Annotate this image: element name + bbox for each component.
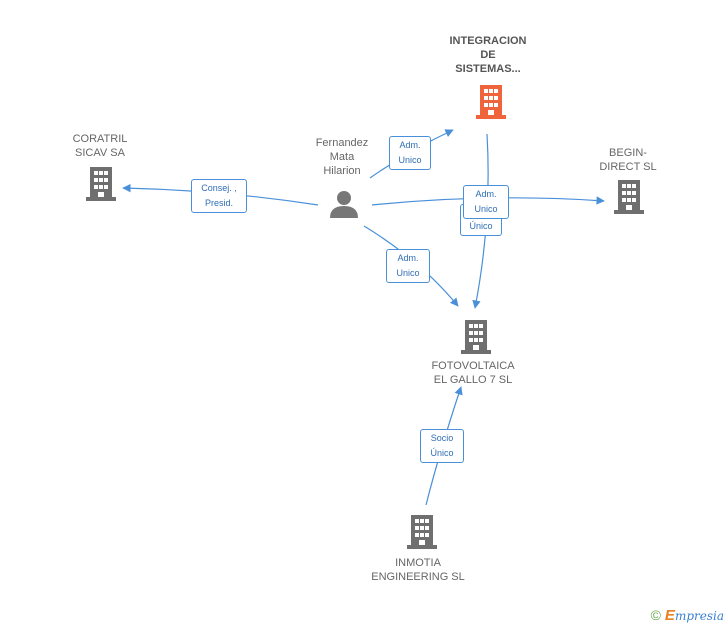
building-icon-begin[interactable] [614, 180, 644, 214]
building-icon-inmotia[interactable] [407, 515, 437, 549]
building-icon-integracion[interactable] [476, 85, 506, 119]
brand-logo-text: mpresia [674, 609, 724, 623]
person-icon[interactable] [330, 191, 358, 218]
edge-label-inmotia-fotovoltaica[interactable]: Socio Único [420, 429, 464, 463]
node-label-inmotia[interactable]: INMOTIA ENGINEERING SL [371, 557, 465, 583]
node-label-begin[interactable]: BEGIN- DIRECT SL [599, 147, 657, 173]
brand-footer: ©Empresia [651, 607, 724, 624]
brand-logo-initial: E [664, 607, 675, 624]
edge-label-person-begin[interactable]: Adm. Unico [463, 185, 509, 219]
node-label-fotovoltaica[interactable]: FOTOVOLTAICA EL GALLO 7 SL [431, 360, 515, 386]
building-icon-fotovoltaica[interactable] [461, 320, 491, 354]
edge-label-person-coratril[interactable]: Consej. , Presid. [191, 179, 247, 213]
node-label-coratril[interactable]: CORATRIL SICAV SA [72, 133, 128, 159]
edge-label-person-integracion[interactable]: Adm. Unico [389, 136, 431, 170]
edge-label-person-fotovoltaica[interactable]: Adm. Unico [386, 249, 430, 283]
node-label-person[interactable]: Fernandez Mata Hilarion [315, 137, 369, 177]
building-icon-coratril[interactable] [86, 167, 116, 201]
copyright-icon: © [650, 607, 661, 623]
node-label-integracion[interactable]: INTEGRACION DE SISTEMAS... [449, 35, 527, 75]
